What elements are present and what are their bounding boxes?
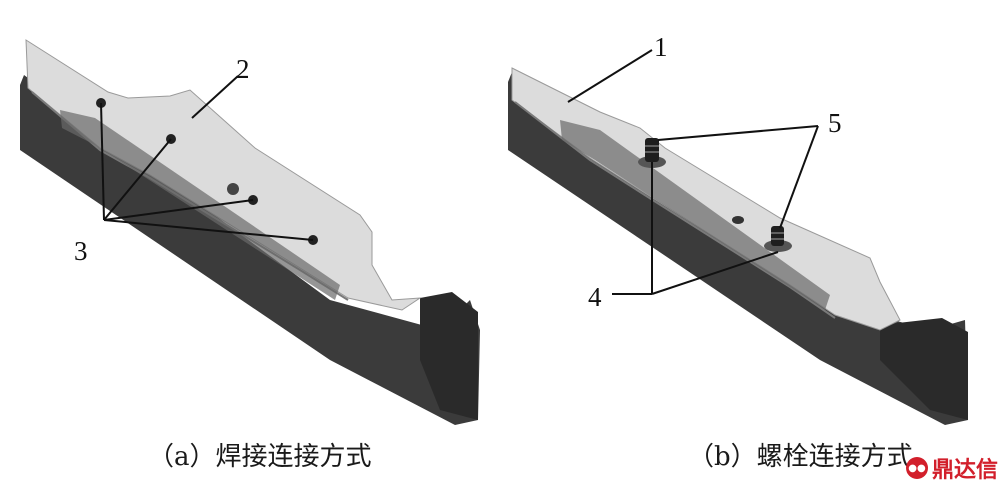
panel-b-leader-5a xyxy=(657,125,819,141)
panel-b-flange xyxy=(560,120,830,310)
callout-a-3: 3 xyxy=(74,236,88,266)
callout-b-1: 1 xyxy=(654,32,668,62)
panel-a-flange xyxy=(60,110,340,300)
panel-a-end-block xyxy=(420,292,478,420)
panel-b-drawing: 1 5 4 xyxy=(508,32,968,425)
panel-b-bolt-2 xyxy=(764,226,792,252)
panel-b-hole xyxy=(732,216,744,224)
panel-a-drawing: 2 3 xyxy=(20,39,480,425)
panel-b-end-block xyxy=(880,318,968,420)
panel-a-leader-3c xyxy=(103,199,254,221)
watermark-logo-icon: ●● xyxy=(906,457,928,479)
caption-panel-b: （b）螺栓连接方式 xyxy=(688,442,913,472)
caption-panel-a: （a）焊接连接方式 xyxy=(148,442,372,472)
callout-b-5: 5 xyxy=(828,108,842,138)
panel-a-leader-3d xyxy=(103,219,314,241)
panel-b-leader-1 xyxy=(567,49,653,103)
panel-b-plate xyxy=(511,67,901,331)
callout-b-4: 4 xyxy=(588,282,602,312)
watermark: ●● 鼎达信 xyxy=(906,452,998,484)
panel-b-leader-4-b xyxy=(651,251,779,295)
panel-a-leader-3b xyxy=(103,138,172,221)
panel-b-leader-5b xyxy=(779,125,819,229)
watermark-text: 鼎达信 xyxy=(932,458,999,483)
callout-a-2: 2 xyxy=(236,54,250,84)
panel-a-weld-spot-3 xyxy=(227,183,239,195)
panel-a-leader-2 xyxy=(191,75,239,119)
panel-a-leader-3a xyxy=(100,102,105,221)
